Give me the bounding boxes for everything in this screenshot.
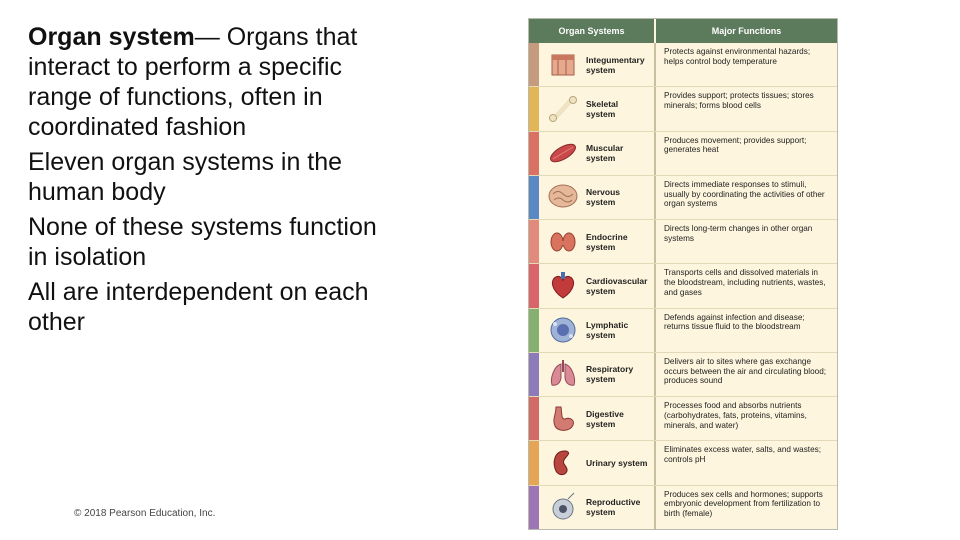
brain-icon <box>539 176 586 219</box>
row-color-swatch <box>529 264 539 308</box>
table-header: Organ Systems Major Functions <box>529 19 837 43</box>
row-color-swatch <box>529 308 539 352</box>
table-row: Cardiovascular system Transports cells an… <box>529 264 837 309</box>
table-row: Lymphatic system Defends against infectio… <box>529 308 837 353</box>
major-function: Protects against environmental hazards; … <box>664 47 811 66</box>
organ-system-label: Digestive system <box>586 408 624 429</box>
table-row: Integumentary system Protects against env… <box>529 43 837 88</box>
bullet-item: Eleven organ systems in the human body <box>28 147 378 207</box>
organ-system-label: Lymphatic system <box>586 320 629 341</box>
organ-system-name: Skeletal system <box>586 87 656 131</box>
organ-system-label: Reproductive system <box>586 497 641 518</box>
major-function: Transports cells and dissolved materials… <box>664 268 826 297</box>
major-function: Produces movement; provides support; gen… <box>664 135 807 155</box>
bullet-text: None of these systems function in isolat… <box>28 213 377 271</box>
major-function: Provides support; protects tissues; stor… <box>664 91 814 111</box>
egg-cell-icon <box>539 486 586 529</box>
row-color-swatch <box>529 220 539 264</box>
row-color-swatch <box>529 441 539 485</box>
organ-system-name: Muscular system <box>586 131 656 175</box>
thyroid-icon <box>539 220 586 263</box>
bullet-item: None of these systems function in isolat… <box>28 212 378 272</box>
organ-system-name: Digestive system <box>586 397 656 441</box>
table-row: Endocrine system Directs long-term change… <box>529 220 837 265</box>
organ-system-label: Cardiovascular system <box>586 275 648 296</box>
stomach-icon <box>539 397 586 440</box>
table-row: Digestive system Processes food and absor… <box>529 397 837 442</box>
bullet-list: Organ system— Organs that interact to pe… <box>28 22 378 342</box>
bullet-text: Eleven organ systems in the human body <box>28 148 343 206</box>
row-color-swatch <box>529 352 539 397</box>
kidney-icon <box>539 441 586 484</box>
organ-system-label: Urinary system <box>586 458 648 469</box>
organ-system-name: Cardiovascular system <box>586 264 656 308</box>
organ-system-name: Lymphatic system <box>586 308 656 352</box>
major-function: Directs long-term changes in other organ… <box>664 224 813 243</box>
row-color-swatch <box>529 43 539 87</box>
heart-icon <box>539 264 586 307</box>
major-function: Directs immediate responses to stimuli, … <box>664 179 825 209</box>
bullet-item: All are interdependent on each other <box>28 277 378 337</box>
major-function: Delivers air to sites where gas exchange… <box>664 356 827 386</box>
organ-system-label: Respiratory system <box>586 364 634 385</box>
organ-system-label: Integumentary system <box>586 54 645 75</box>
table-body: Integumentary system Protects against env… <box>529 43 837 529</box>
lymph-cell-icon <box>539 309 586 352</box>
table-row: Muscular system Produces movement; provid… <box>529 131 837 176</box>
lungs-icon <box>539 353 586 396</box>
muscle-icon <box>539 132 586 175</box>
organ-system-label: Endocrine system <box>586 231 628 252</box>
organ-system-label: Skeletal system <box>586 98 619 119</box>
bullet-text: — Organs that interact to perform a spec… <box>28 23 358 141</box>
table-row: Respiratory system Delivers air to sites … <box>529 352 837 398</box>
organ-system-name: Endocrine system <box>586 220 656 264</box>
bullet-term: Organ system <box>28 23 195 51</box>
header-organ-systems: Organ Systems <box>529 19 656 43</box>
copyright-notice: © 2018 Pearson Education, Inc. <box>74 508 216 519</box>
major-function: Eliminates excess water, salts, and wast… <box>664 445 821 465</box>
major-function: Produces sex cells and hormones; support… <box>664 489 823 519</box>
organ-system-name: Reproductive system <box>586 485 656 529</box>
skin-icon <box>539 43 586 86</box>
bullet-text: All are interdependent on each other <box>28 278 369 336</box>
organ-system-label: Muscular system <box>586 143 624 164</box>
bullet-item: Organ system— Organs that interact to pe… <box>28 22 378 142</box>
row-color-swatch <box>529 175 539 220</box>
major-function: Defends against infection and disease; r… <box>664 312 805 332</box>
table-row: Skeletal system Provides support; protect… <box>529 87 837 132</box>
row-color-swatch <box>529 87 539 131</box>
bone-icon <box>539 87 586 130</box>
major-function: Processes food and absorbs nutrients (ca… <box>664 401 807 430</box>
header-major-functions: Major Functions <box>711 26 782 36</box>
organ-system-name: Urinary system <box>586 441 656 485</box>
organ-system-label: Nervous system <box>586 187 621 208</box>
table-row: Reproductive system Produces sex cells an… <box>529 485 837 529</box>
row-color-swatch <box>529 485 539 529</box>
row-color-swatch <box>529 131 539 175</box>
table-row: Nervous system Directs immediate response… <box>529 175 837 221</box>
table-row: Urinary system Eliminates excess water, s… <box>529 441 837 486</box>
organ-system-name: Nervous system <box>586 175 656 220</box>
organ-system-name: Integumentary system <box>586 43 656 87</box>
organ-system-name: Respiratory system <box>586 352 656 397</box>
row-color-swatch <box>529 397 539 441</box>
organ-systems-table: Organ Systems Major Functions Integument… <box>528 18 838 530</box>
